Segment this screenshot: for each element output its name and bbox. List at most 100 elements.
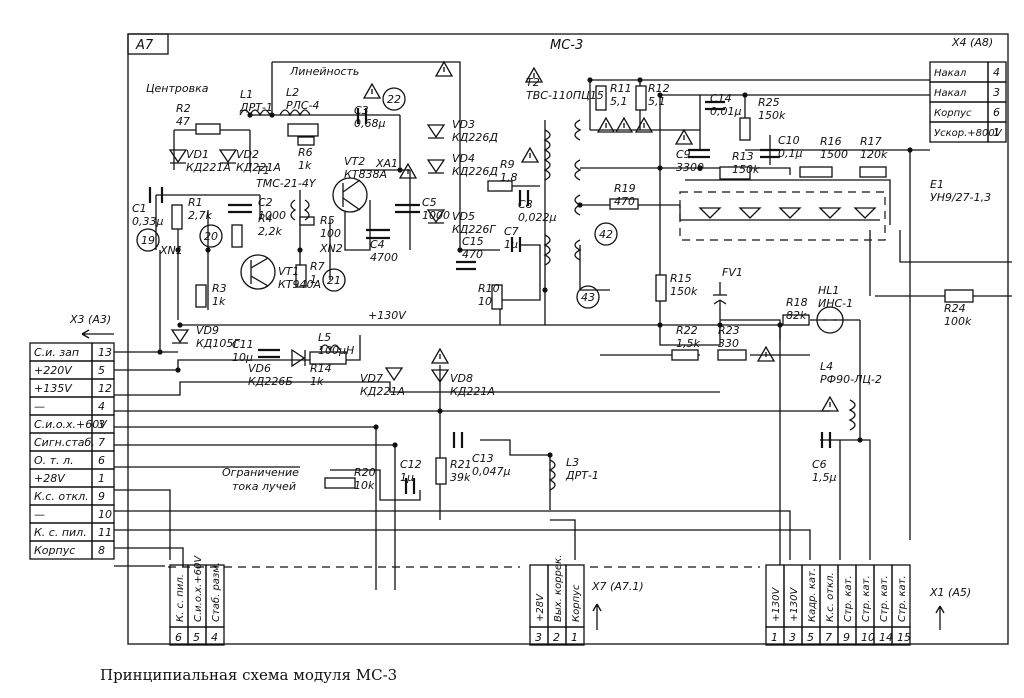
junction-dot bbox=[457, 247, 463, 253]
component-label-hl1: HL1 bbox=[818, 284, 839, 297]
component-value-r2: 47 bbox=[176, 115, 190, 128]
component-label-r19: R19 bbox=[614, 182, 636, 195]
warning-icons bbox=[362, 60, 840, 412]
component-label-r25: R25 bbox=[758, 96, 780, 109]
section-labels: Центровка Линейность Ограничение тока лу… bbox=[146, 65, 407, 493]
test-point-circle bbox=[594, 222, 618, 246]
component-value-vd2: КД221А bbox=[236, 161, 281, 174]
x3-pin-number: 1 bbox=[98, 472, 105, 485]
x4-pin-number: 1 bbox=[993, 126, 1000, 139]
component-label-r11: R11 bbox=[610, 82, 632, 95]
x1-pin-label: +130V bbox=[789, 587, 800, 622]
component-value-c3: 0,68μ bbox=[354, 117, 386, 130]
test-point-number: 21 bbox=[327, 274, 341, 287]
junction-dot bbox=[373, 424, 379, 430]
bottom-left-pin-num-cell bbox=[205, 626, 225, 646]
junction-dot bbox=[657, 322, 663, 328]
x3-pin-number: 3 bbox=[98, 418, 105, 431]
test-point-number: 22 bbox=[387, 93, 401, 106]
component-label-c6: C6 bbox=[812, 458, 827, 471]
component-label-c2: C2 bbox=[258, 196, 273, 209]
component-label-xn1: XN1 bbox=[159, 244, 183, 257]
component-label-r13: R13 bbox=[732, 150, 754, 163]
component-label-c5: C5 bbox=[422, 196, 437, 209]
component-value-vt1: КТ940А bbox=[278, 278, 321, 291]
x1-pin-label: Стр. кат. bbox=[861, 575, 872, 622]
component-label-r15: R15 bbox=[670, 272, 692, 285]
warning-triangle-icon bbox=[524, 66, 544, 83]
component-value-r10: 10 bbox=[478, 295, 492, 308]
component-value-r25: 150k bbox=[758, 109, 786, 122]
x4-pin-number: 6 bbox=[993, 106, 1000, 119]
x3-pin-number: 4 bbox=[98, 400, 105, 413]
connector-x1: X1 (A5) bbox=[929, 586, 971, 630]
junction-dot bbox=[177, 322, 183, 328]
test-point-circle bbox=[322, 268, 346, 292]
component-label-c8: C8 bbox=[518, 198, 533, 211]
component-value-l2: РЛС-4 bbox=[286, 99, 320, 112]
component-label-xn2: XN2 bbox=[319, 242, 343, 255]
component-value-c5: 1000 bbox=[422, 209, 450, 222]
module-id: А7 bbox=[135, 38, 154, 53]
x1-pin-number: 10 bbox=[861, 631, 875, 644]
x7-pin-label: Корпус bbox=[571, 584, 582, 622]
component-value-c7: 1μ bbox=[504, 238, 518, 251]
component-label-xa1: XA1 bbox=[375, 157, 398, 170]
component-label-vd8: VD8 bbox=[450, 372, 473, 385]
x3-pin-label: К. с. пил. bbox=[34, 526, 87, 539]
component-value-c15: 470 bbox=[462, 248, 483, 261]
warning-triangle-icon bbox=[614, 116, 634, 133]
x3-pin-number: 5 bbox=[98, 364, 105, 377]
component-label-r21: R21 bbox=[450, 458, 472, 471]
x3-pin-label: С.и.о.х.+60V bbox=[34, 418, 108, 431]
x3-pin-number: 10 bbox=[98, 508, 112, 521]
component-value-r22: 1,5k bbox=[676, 337, 700, 350]
component-label-r6: R6 bbox=[298, 146, 313, 159]
component-label-r24: R24 bbox=[944, 302, 966, 315]
junction-dot bbox=[907, 147, 913, 153]
component-value-l4: РФ90-ЛЦ-2 bbox=[820, 373, 882, 386]
component-label-l4: L4 bbox=[820, 360, 833, 373]
x3-pin-label: +220V bbox=[34, 364, 73, 377]
bottom-left-pin-number: 6 bbox=[175, 631, 182, 644]
component-label-c12: C12 bbox=[400, 458, 422, 471]
x7-pin-number: 2 bbox=[553, 631, 560, 644]
component-label-c11: C11 bbox=[232, 338, 254, 351]
x1-pin-number: 9 bbox=[843, 631, 850, 644]
x3-pin-label: — bbox=[34, 508, 45, 521]
component-value-vd9: КД105Г bbox=[196, 337, 240, 350]
component-value-vd3: КД226Д bbox=[452, 131, 498, 144]
x1-pin-label: Стр. кат. bbox=[843, 575, 854, 622]
component-label-vd3: VD3 bbox=[452, 118, 475, 131]
junction-dot bbox=[392, 442, 398, 448]
x1-pin-label: Стр. кат. bbox=[879, 575, 890, 622]
warning-triangle-icon bbox=[362, 82, 382, 99]
warning-triangle-icon bbox=[820, 395, 840, 412]
bottom-left-pin-number: 4 bbox=[211, 631, 218, 644]
x3-pin-number: 11 bbox=[98, 526, 112, 539]
x4-pin-label: Накал bbox=[934, 68, 967, 79]
x1-pin-label: Стр. кат. bbox=[897, 575, 908, 622]
component-value-c2: 1000 bbox=[258, 209, 286, 222]
component-value-t2: ТВС-110ПЦ15 bbox=[526, 89, 604, 102]
x3-pin-number: 7 bbox=[98, 436, 105, 449]
component-value-r18: 82k bbox=[786, 309, 807, 322]
component-value-r12: 5,1 bbox=[648, 95, 666, 108]
connector-x7: X7 (A7.1) bbox=[591, 580, 644, 630]
x4-pin-label: Накал bbox=[934, 88, 967, 99]
component-value-r13: 150k bbox=[732, 163, 760, 176]
warning-triangle-icon bbox=[634, 116, 654, 133]
component-label-c1: C1 bbox=[132, 202, 147, 215]
junction-dot bbox=[637, 77, 643, 83]
x3-pin-label: Сигн.стаб. bbox=[34, 436, 95, 449]
component-label-r18: R18 bbox=[786, 296, 808, 309]
component-label-c14: C14 bbox=[710, 92, 732, 105]
warning-triangle-icon bbox=[674, 128, 694, 145]
component-value-vd8: КД221А bbox=[450, 385, 495, 398]
component-value-vd5: КД226Г bbox=[452, 223, 496, 236]
component-label-l3: L3 bbox=[566, 456, 579, 469]
x4-pin-label: Ускор.+800V bbox=[934, 128, 1003, 139]
junction-dot bbox=[269, 112, 275, 118]
component-value-r6: 1k bbox=[298, 159, 312, 172]
junction-dot bbox=[742, 92, 748, 98]
